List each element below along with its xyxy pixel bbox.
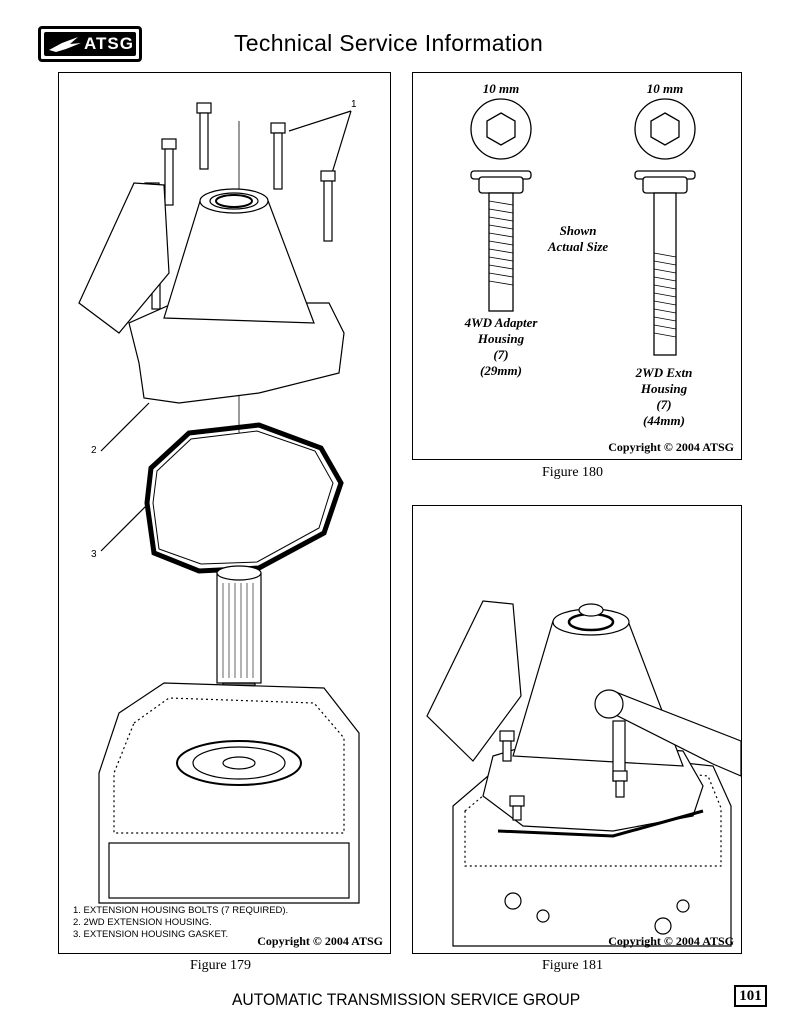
figure-180-copyright: Copyright © 2004 ATSG [608,440,734,454]
legend-item: 2. 2WD EXTENSION HOUSING. [73,917,212,928]
label-line: 4WD Adapter [464,315,538,330]
figure-181-panel: Copyright © 2004 ATSG [412,505,742,954]
actual-size-note: Shown Actual Size [533,223,623,255]
figure-181-copyright: Copyright © 2004 ATSG [608,934,734,948]
extension-housing-exploded-illustration [78,102,360,904]
label-line: (29mm) [480,363,522,378]
legend-item: 1. EXTENSION HOUSING BOLTS (7 REQUIRED). [73,905,289,916]
page-number: 101 [734,985,767,1007]
right-bolt-size: 10 mm [646,81,684,96]
label-line: Housing [640,381,688,396]
label-line: (7) [656,397,672,412]
bolt-size-comparison-illustration [470,98,696,356]
page-title: Technical Service Information [234,30,544,56]
left-bolt-label: 4WD Adapter Housing (7) (29mm) [441,315,561,379]
figure-179-panel: 1 2 3 1. EXTENSION HOUSING BOLTS (7 REQU… [58,72,391,954]
label-line: (7) [493,347,509,362]
label-line: (44mm) [643,413,685,428]
label-line: 2WD Extn [635,365,693,380]
legend-item: 3. EXTENSION HOUSING GASKET. [73,929,229,940]
label-line: Housing [477,331,525,346]
figure-179-caption: Figure 179 [190,958,252,973]
logo-text: ATSG [84,34,134,53]
callout-3: 3 [91,549,97,560]
figure-180-panel: 10 mm 10 mm Shown Actual Size 4WD Adapte… [412,72,742,460]
figure-179-legend: 1. EXTENSION HOUSING BOLTS (7 REQUIRED).… [73,905,288,941]
housing-installation-illustration [426,600,741,947]
left-bolt-size: 10 mm [482,81,520,96]
note-line: Actual Size [547,239,609,254]
right-bolt-label: 2WD Extn Housing (7) (44mm) [609,365,719,429]
figure-180-caption: Figure 180 [542,465,604,480]
note-line: Shown [559,223,597,238]
atsg-logo: ATSG [38,26,142,62]
figure-179-copyright: Copyright © 2004 ATSG [257,934,383,948]
footer-text: AUTOMATIC TRANSMISSION SERVICE GROUP [232,990,581,1009]
callout-2: 2 [91,445,97,456]
figure-181-caption: Figure 181 [542,958,604,973]
callout-1: 1 [351,99,357,110]
eagle-icon [49,37,81,52]
